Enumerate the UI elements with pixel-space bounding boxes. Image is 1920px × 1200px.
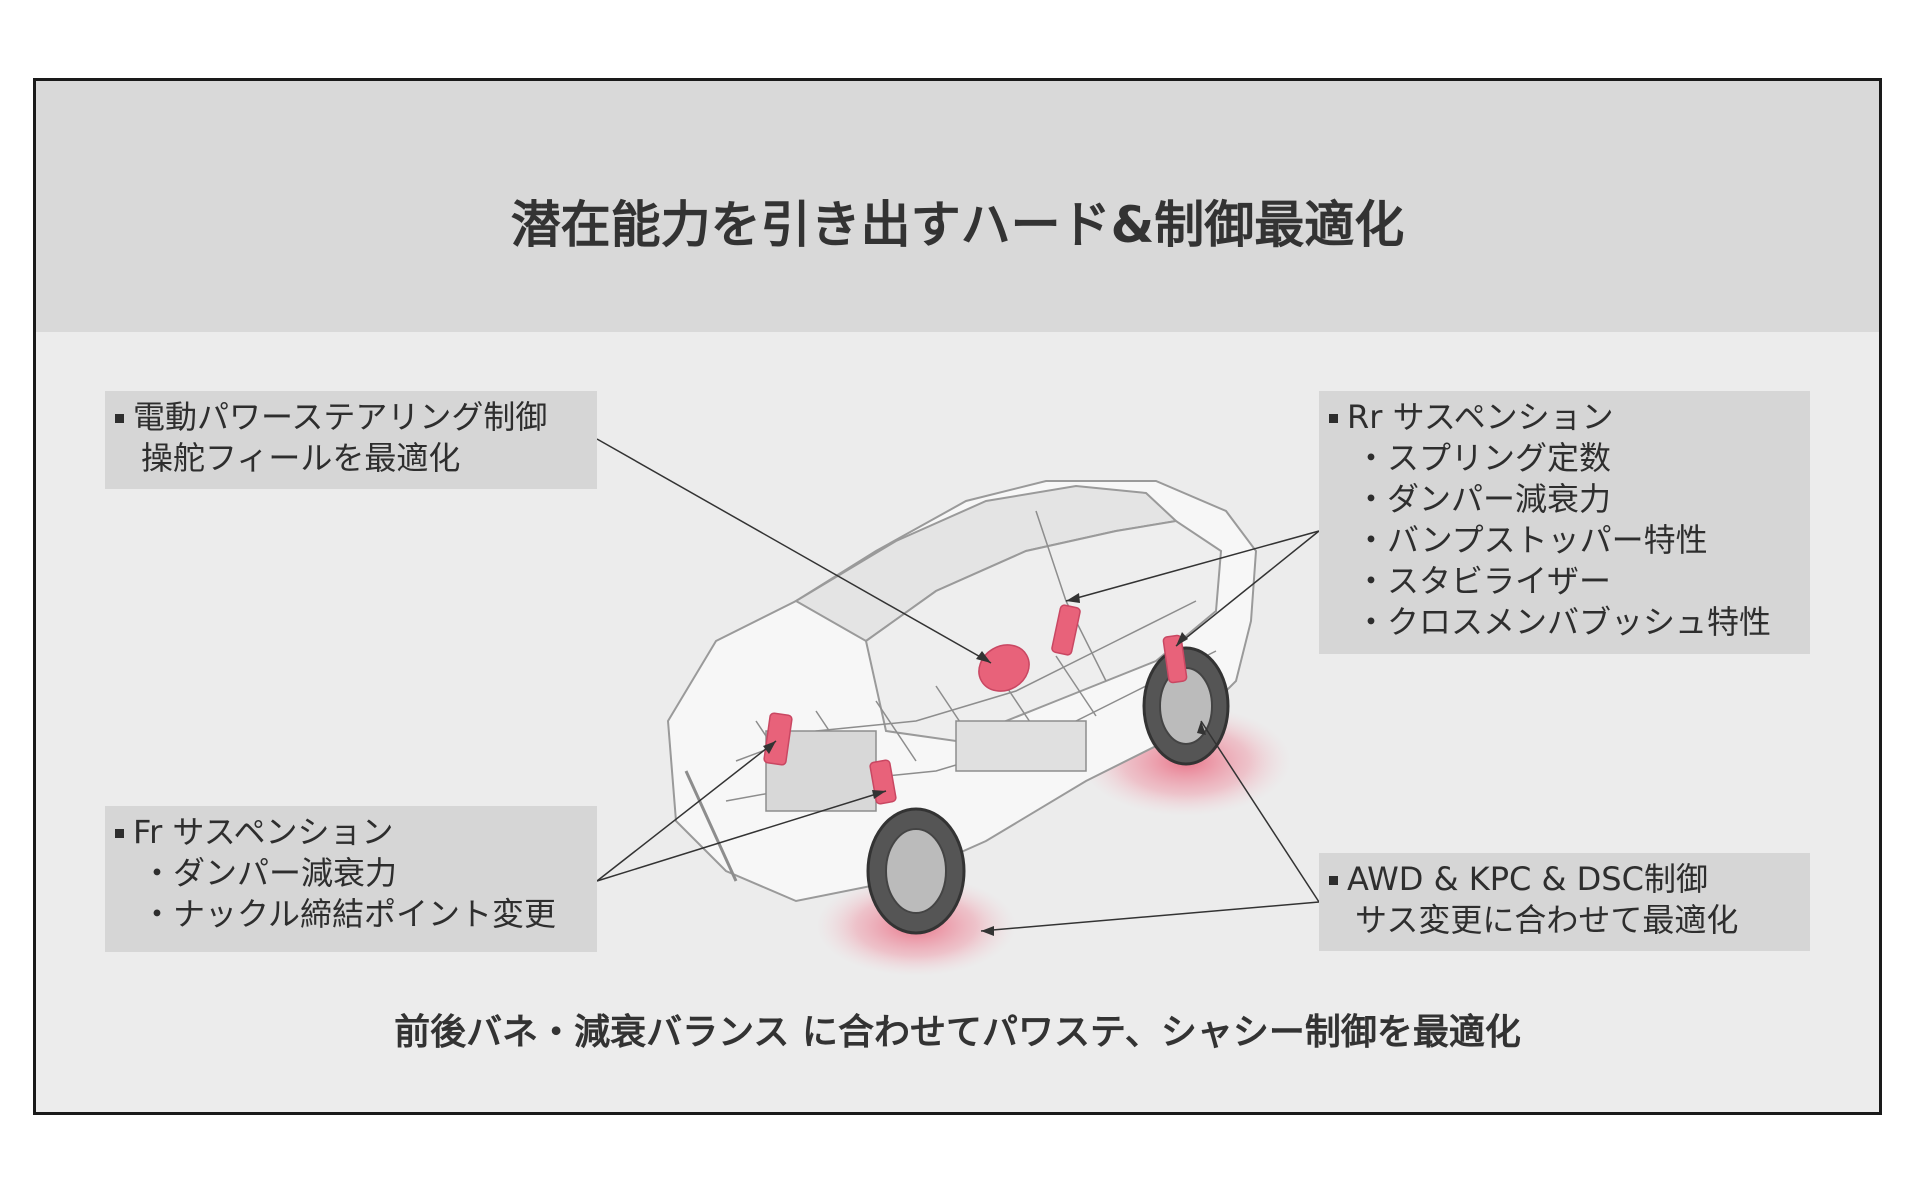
- rear-wheel: [1142, 646, 1230, 766]
- callout-line: ・ダンパー減衰力: [1355, 480, 1612, 518]
- leader-lines: [596, 438, 1320, 932]
- summary-caption: 前後バネ・減衰バランス に合わせてパワステ、シャシー制御を最適化: [394, 1012, 1521, 1053]
- rear-right-damper-highlight: [1162, 634, 1188, 684]
- callout-front-suspension: Fr サスペンション ・ダンパー減衰力 ・ナックル締結ポイント変更: [105, 806, 597, 952]
- callout-line: ・ナックル締結ポイント変更: [141, 895, 557, 933]
- leader-arrowheads: [763, 593, 1206, 936]
- front-left-damper-highlight: [763, 712, 793, 766]
- slide-title: 潜在能力を引き出すハード&制御最適化: [510, 196, 1405, 254]
- title-band: 潜在能力を引き出すハード&制御最適化: [36, 81, 1879, 332]
- callout-line: 操舵フィールを最適化: [141, 439, 461, 477]
- callout-heading: 電動パワーステアリング制御: [115, 397, 597, 438]
- callout-heading: Rr サスペンション: [1329, 397, 1810, 438]
- callout-line: ・スタビライザー: [1355, 562, 1612, 600]
- callout-heading: AWD & KPC & DSC制御: [1329, 859, 1810, 900]
- rear-left-damper-highlight: [1051, 604, 1081, 656]
- front-wheel: [866, 807, 966, 935]
- callout-line: サス変更に合わせて最適化: [1355, 901, 1739, 939]
- callout-line: ・スプリング定数: [1355, 439, 1612, 477]
- callout-heading: Fr サスペンション: [115, 812, 597, 853]
- callout-line: ・ダンパー減衰力: [141, 854, 398, 892]
- callout-rear-suspension: Rr サスペンション ・スプリング定数 ・ダンパー減衰力 ・バンプストッパー特性…: [1319, 391, 1810, 654]
- slide-frame: 潜在能力を引き出すハード&制御最適化: [33, 78, 1882, 1115]
- vehicle-illustration: [596, 438, 1320, 976]
- steering-gear-highlight: [978, 644, 1030, 692]
- callout-line: ・クロスメンバブッシュ特性: [1355, 603, 1772, 641]
- callout-awd-kpc-dsc: AWD & KPC & DSC制御 サス変更に合わせて最適化: [1319, 853, 1810, 951]
- callout-line: ・バンプストッパー特性: [1355, 521, 1708, 559]
- callout-electric-power-steering: 電動パワーステアリング制御 操舵フィールを最適化: [105, 391, 597, 489]
